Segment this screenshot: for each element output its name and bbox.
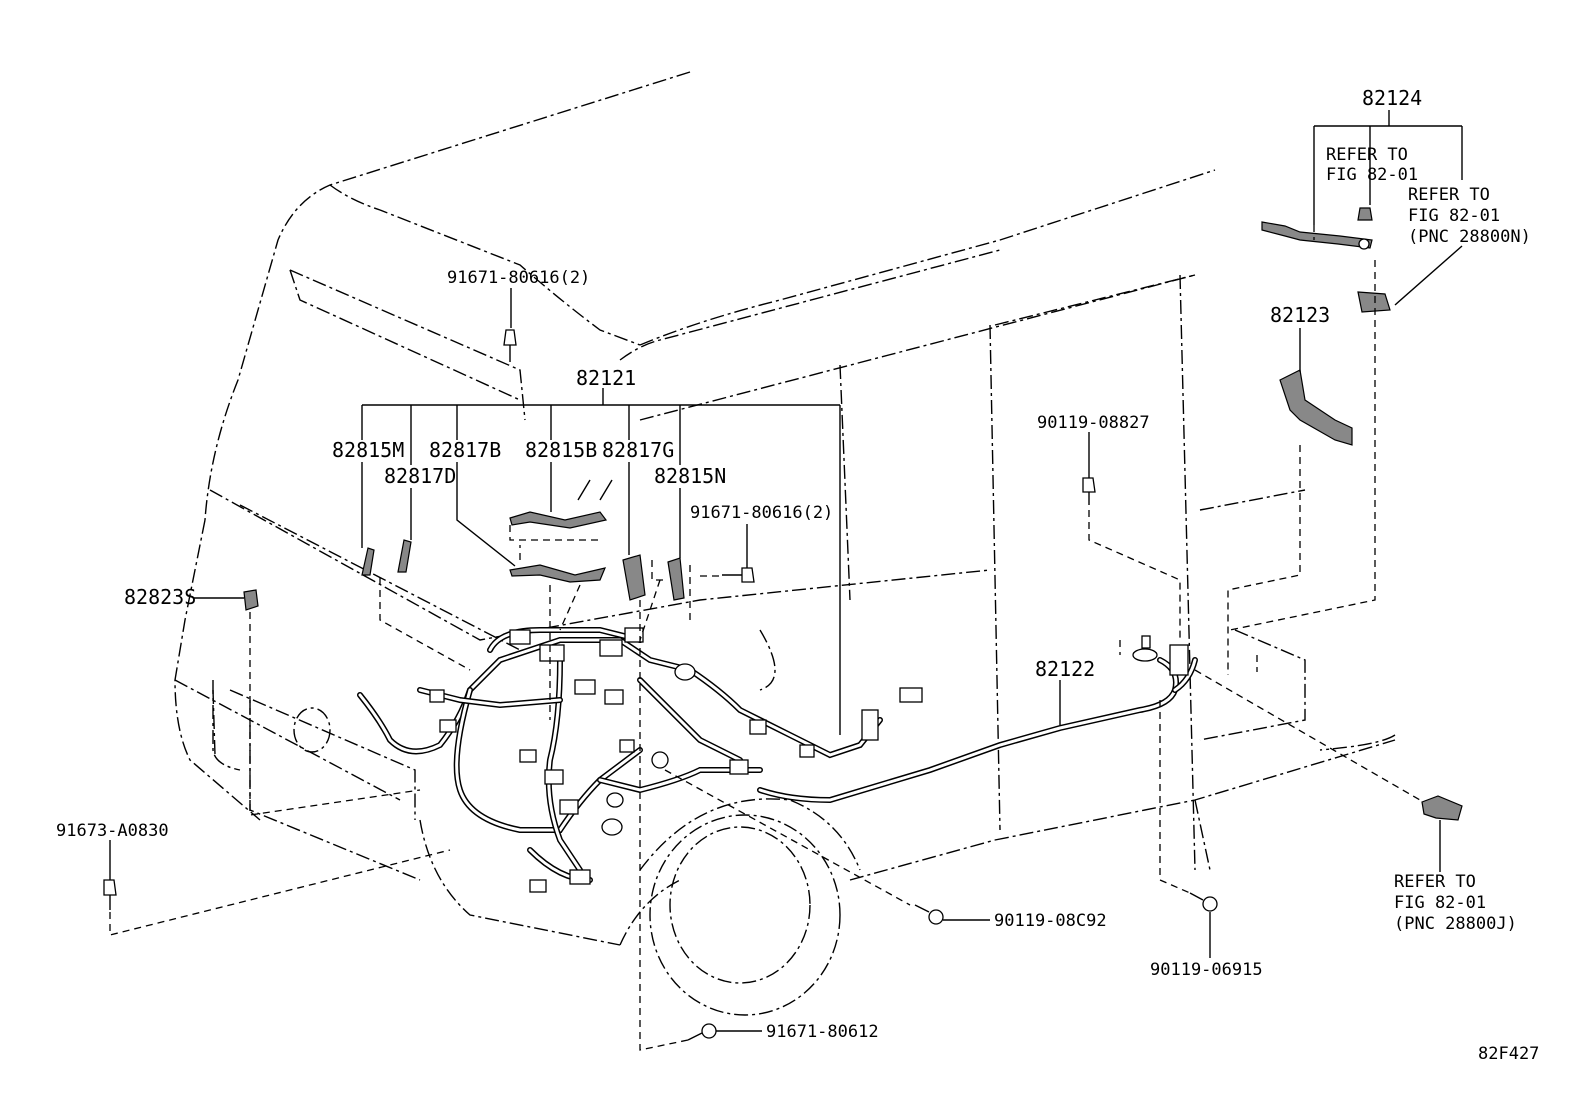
clamps-and-brackets (243, 511, 685, 611)
label-refer-b-line3: (PNC 28800N) (1408, 227, 1531, 247)
label-refer-b-line1: REFER TO (1408, 185, 1490, 205)
label-refer-c-line1: REFER TO (1394, 872, 1476, 892)
figure-code: 82F427 (1478, 1044, 1539, 1064)
installation-lines (109, 225, 1421, 1051)
label-82817D: 82817D (384, 464, 456, 488)
label-82122: 82122 (1035, 657, 1095, 681)
bolt-parts (103, 329, 1218, 1041)
label-82817B: 82817B (429, 438, 501, 462)
label-82817G: 82817G (602, 438, 674, 462)
leader-lines (109, 110, 1463, 1032)
label-91671-80616-mid: 91671-80616(2) (690, 503, 833, 523)
label-refer-b-line2: FIG 82-01 (1408, 206, 1500, 226)
label-91673-A0830: 91673-A0830 (56, 821, 169, 841)
label-refer-c-line2: FIG 82-01 (1394, 893, 1486, 913)
engine-wire-harness (357, 627, 923, 893)
body-wire-harness-82122 (757, 635, 1198, 804)
battery-cable-group (1261, 207, 1463, 821)
label-90119-08827: 90119-08827 (1037, 413, 1150, 433)
label-90119-08C92: 90119-08C92 (994, 911, 1107, 931)
label-refer-a-line2: FIG 82-01 (1326, 165, 1418, 185)
label-82123: 82123 (1270, 303, 1330, 327)
label-82815M: 82815M (332, 438, 404, 462)
label-91671-80616-top: 91671-80616(2) (447, 268, 590, 288)
label-82121: 82121 (576, 366, 636, 390)
label-91671-80612: 91671-80612 (766, 1022, 879, 1042)
label-82815N: 82815N (654, 464, 726, 488)
label-refer-a-line1: REFER TO (1326, 145, 1408, 165)
label-refer-c-line3: (PNC 28800J) (1394, 914, 1517, 934)
label-90119-06915: 90119-06915 (1150, 960, 1263, 980)
label-82815B: 82815B (525, 438, 597, 462)
label-82124: 82124 (1362, 86, 1422, 110)
label-82823S: 82823S (124, 585, 196, 609)
